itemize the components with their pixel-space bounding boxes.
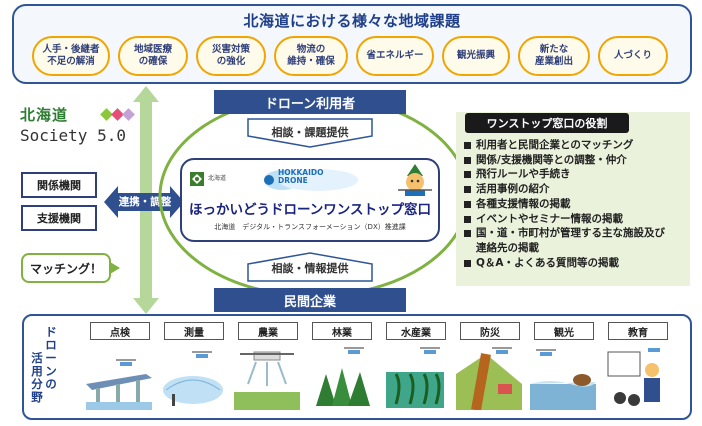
role-item: 飛行ルールや手続き xyxy=(464,167,690,182)
role-item: イベントやセミナー情報の掲載 xyxy=(464,212,690,227)
issue-labor: 人手・後継者 不足の解消 xyxy=(32,36,110,76)
role-panel xyxy=(456,112,690,286)
hokkaido-society5-logo: 北海道 Society 5.0 xyxy=(18,104,138,152)
issue-people: 人づくり xyxy=(598,36,668,76)
related-agencies-box: 関係機関 xyxy=(21,172,97,198)
disaster-prevention-icon xyxy=(456,347,522,410)
role-panel-header: ワンストップ窓口の役割 xyxy=(465,113,629,133)
drone-fields-title-col2: 活用分野 xyxy=(31,351,43,404)
consult-down-arrow-icon xyxy=(247,118,373,148)
drone-users-label: ドローン利用者 xyxy=(214,90,406,114)
drone-fields-title: ドローンの 活用分野 xyxy=(30,322,66,412)
role-item: 活用事例の紹介 xyxy=(464,182,690,197)
issue-industry: 新たな 産業創出 xyxy=(518,36,590,76)
collaboration-arrow-icon xyxy=(104,186,184,218)
bridge-inspection-icon xyxy=(86,359,152,410)
consult-issue-label: 相談・課題提供 xyxy=(271,126,349,139)
role-list: 利用者と民間企業とのマッチング 関係/支援機関等との調整・仲介 飛行ルールや手続… xyxy=(464,138,690,270)
consult-info-label: 相談・情報提供 xyxy=(271,262,349,275)
issue-energy: 省エネルギー xyxy=(356,36,434,76)
hokkaido-emblem-icon xyxy=(190,172,204,186)
role-item-continued: 連絡先の掲載 xyxy=(476,241,539,254)
logo-hokkaido-text: 北海道 xyxy=(20,106,69,124)
role-item: 各種支援情報の掲載 xyxy=(464,197,690,212)
field-agriculture: 農業 xyxy=(238,322,298,340)
field-forestry: 林業 xyxy=(312,322,372,340)
hokkaido-drone-logo-icon xyxy=(264,169,358,191)
field-fisheries: 水産業 xyxy=(386,322,446,340)
regional-issues-panel: 北海道における様々な地域課題 人手・後継者 不足の解消 地域医療 の確保 災害対… xyxy=(12,4,692,84)
issue-disaster: 災害対策 の強化 xyxy=(196,36,266,76)
role-item: Q＆A・よくある質問等の掲載 xyxy=(464,256,690,271)
field-education: 教育 xyxy=(608,322,668,340)
logo-society-text: Society 5.0 xyxy=(20,126,126,145)
field-inspection: 点検 xyxy=(90,322,150,340)
drone-mascot-icon xyxy=(398,164,432,196)
hokkaido-gov-text: 北海道 xyxy=(208,175,227,182)
field-disaster-prevention: 防災 xyxy=(460,322,520,340)
fisheries-icon xyxy=(386,347,444,408)
agriculture-spraying-icon xyxy=(234,351,300,410)
private-companies-label: 民間企業 xyxy=(214,288,406,312)
drone-fields-title-col1: ドローンの xyxy=(45,325,57,391)
regional-issues-title: 北海道における様々な地域課題 xyxy=(243,12,461,30)
consult-up-arrow-icon xyxy=(247,252,373,282)
dx-department-text: 北海道 デジタル・トランスフォーメーション（DX）推進課 xyxy=(214,223,406,231)
collaboration-label: 連携・調整 xyxy=(118,196,172,208)
education-icon xyxy=(607,348,660,406)
field-surveying: 測量 xyxy=(164,322,224,340)
role-item: 国・道・市町村が管理する主な施設及び xyxy=(464,226,690,241)
forestry-icon xyxy=(316,347,370,406)
issue-logistics: 物流の 維持・確保 xyxy=(274,36,348,76)
support-agencies-box: 支援機関 xyxy=(21,205,97,231)
issue-tourism: 観光振興 xyxy=(442,36,510,76)
matching-callout: マッチング！ xyxy=(21,253,111,283)
surveying-icon xyxy=(163,351,223,406)
one-stop-window-title: ほっかいどうドローンワンストップ窓口 xyxy=(188,202,432,218)
field-tourism: 観光 xyxy=(534,322,594,340)
issue-medical: 地域医療 の確保 xyxy=(118,36,188,76)
matching-callout-tail xyxy=(110,262,120,274)
role-item: 関係/支援機関等との調整・仲介 xyxy=(464,153,690,168)
issue-list: 人手・後継者 不足の解消 地域医療 の確保 災害対策 の強化 物流の 維持・確保… xyxy=(32,36,682,80)
role-item: 利用者と民間企業とのマッチング xyxy=(464,138,690,153)
tourism-icon xyxy=(530,349,596,410)
